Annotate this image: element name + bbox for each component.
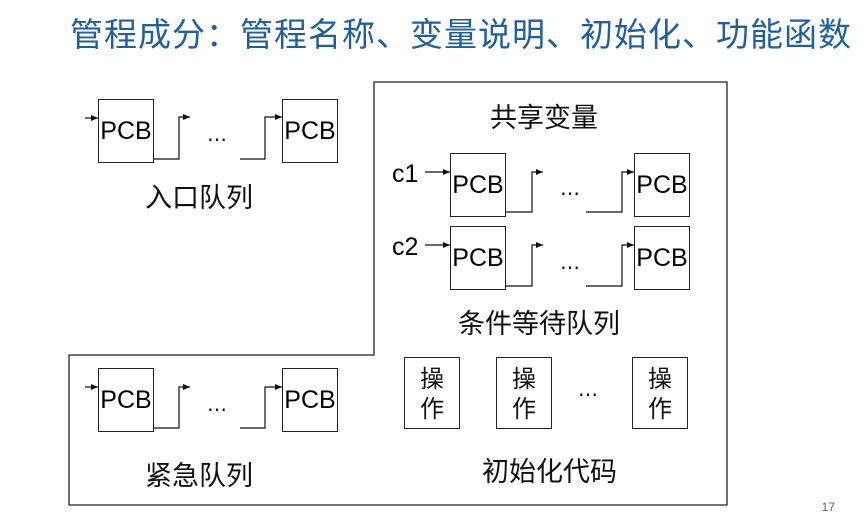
urgent-queue-link-1 [140, 384, 190, 429]
shared-vars-label: 共享变量 [490, 103, 598, 134]
c2-link-2 [586, 242, 634, 287]
entry-queue-link-1 [140, 114, 190, 160]
c1-ellipsis: … [560, 176, 580, 200]
operation-box: 操 作 [632, 357, 688, 429]
c2-link-1 [492, 242, 543, 287]
c2-pcb: PCB [450, 226, 506, 290]
condition-name: c2 [392, 233, 419, 261]
c1-link-2 [586, 169, 634, 213]
urgent-queue-label: 紧急队列 [145, 461, 253, 492]
urgent-queue-ellipsis: … [207, 392, 227, 416]
operation-text: 作 [420, 395, 444, 423]
operation-text: 作 [512, 395, 536, 423]
c2-ellipsis: … [560, 250, 580, 274]
operation-box: 操 作 [496, 357, 552, 429]
c1-link-1 [492, 169, 543, 213]
operation-box: 操 作 [404, 357, 460, 429]
c1-pcb: PCB [634, 153, 690, 217]
operation-text: 操 [512, 365, 536, 393]
condition-name: c1 [392, 160, 419, 188]
operation-text: 操 [420, 365, 444, 393]
operations-ellipsis: … [578, 377, 598, 401]
init-code-label: 初始化代码 [482, 457, 617, 488]
entry-queue-label: 入口队列 [145, 183, 253, 214]
entry-queue-pcb: PCB [282, 99, 338, 163]
condition-queue-label: 条件等待队列 [458, 309, 620, 340]
entry-queue-link-2 [240, 114, 282, 160]
page-number: 17 [821, 500, 835, 514]
urgent-queue-pcb: PCB [98, 368, 154, 432]
urgent-queue-link-2 [240, 384, 282, 429]
operation-text: 作 [648, 395, 672, 423]
urgent-queue-pcb: PCB [282, 368, 338, 432]
entry-queue-ellipsis: … [207, 122, 227, 146]
slide-title: 管程成分：管程名称、变量说明、初始化、功能函数 [70, 15, 852, 54]
operation-text: 操 [648, 365, 672, 393]
c2-pcb: PCB [634, 226, 690, 290]
monitor-boundary [68, 81, 728, 506]
c1-pcb: PCB [450, 153, 506, 217]
entry-queue-pcb: PCB [98, 99, 154, 163]
